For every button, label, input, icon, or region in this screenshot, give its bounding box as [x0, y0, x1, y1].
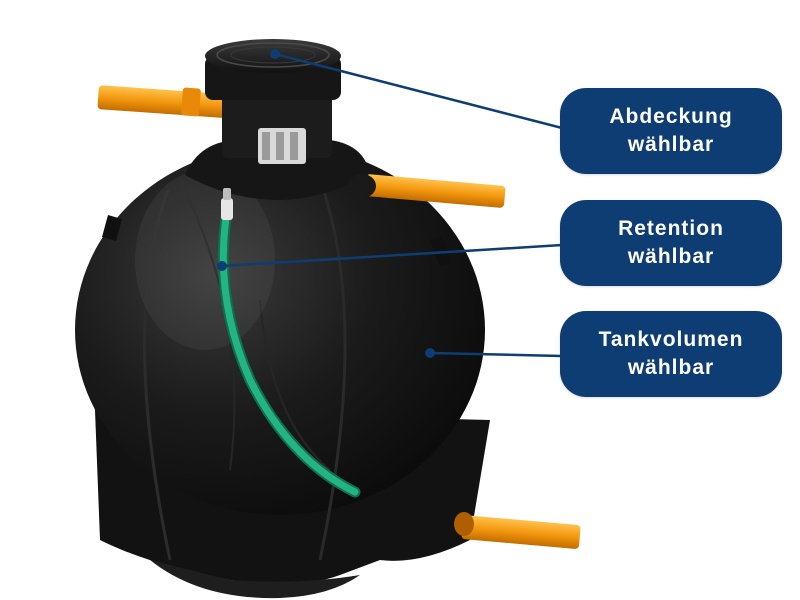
callout-retention-line2: wählbar [627, 245, 715, 268]
callout-cover-line1: Abdeckung [609, 105, 733, 128]
callout-cover: Abdeckung wählbar [560, 88, 782, 174]
callout-volume-line1: Tankvolumen [598, 328, 744, 351]
callout-cover-line2: wählbar [627, 133, 715, 156]
inlet-pipe-right [348, 174, 506, 208]
manhole-cover-icon [205, 39, 341, 100]
callout-volume-line2: wählbar [627, 356, 715, 379]
leader-lines [217, 49, 563, 358]
callout-retention: Retention wählbar [560, 200, 782, 286]
outlet-pipe [454, 512, 581, 549]
inlet-pipe-left [97, 85, 239, 119]
tank-body [75, 145, 485, 561]
tank-riser [222, 88, 332, 164]
callout-retention-line1: Retention [618, 217, 724, 240]
callout-volume: Tankvolumen wählbar [560, 311, 782, 397]
